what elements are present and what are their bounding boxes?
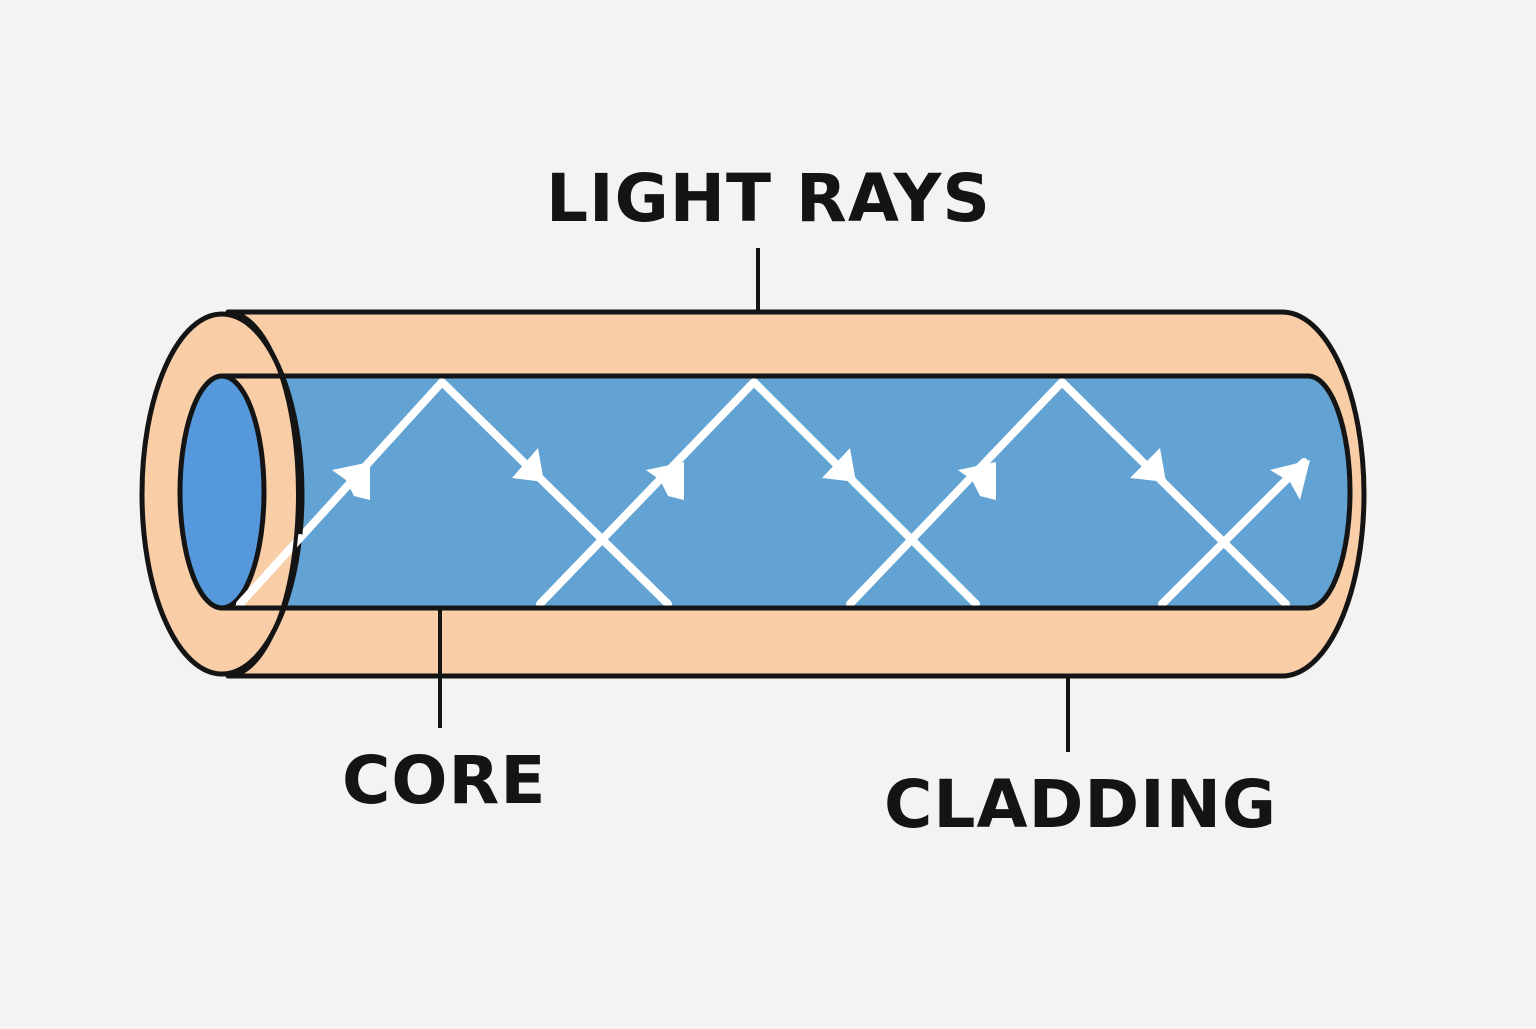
arrowhead-icon xyxy=(1130,448,1166,482)
core-body xyxy=(219,373,1353,611)
light-ray-path-b xyxy=(536,378,980,608)
cladding-label: CLADDING xyxy=(884,766,1278,843)
light-ray-entry xyxy=(236,534,304,608)
light-rays-label: LIGHT RAYS xyxy=(546,160,991,237)
core-end-face xyxy=(177,373,267,611)
core-label: CORE xyxy=(342,742,547,819)
light-ray-path-d xyxy=(1158,458,1308,608)
light-rays-front xyxy=(236,534,304,608)
arrowhead-icon xyxy=(1270,460,1310,500)
arrowhead-icon xyxy=(512,448,544,482)
arrowhead-icon xyxy=(822,448,856,482)
ray-arrowheads xyxy=(332,448,1310,500)
light-ray-path-c xyxy=(846,378,1290,608)
arrowhead-icon xyxy=(958,462,996,500)
light-rays xyxy=(236,378,1308,608)
light-ray-path-a xyxy=(236,378,672,608)
arrowhead-icon xyxy=(646,462,684,500)
arrowhead-icon xyxy=(332,462,370,500)
cladding-rim-line xyxy=(227,310,300,678)
